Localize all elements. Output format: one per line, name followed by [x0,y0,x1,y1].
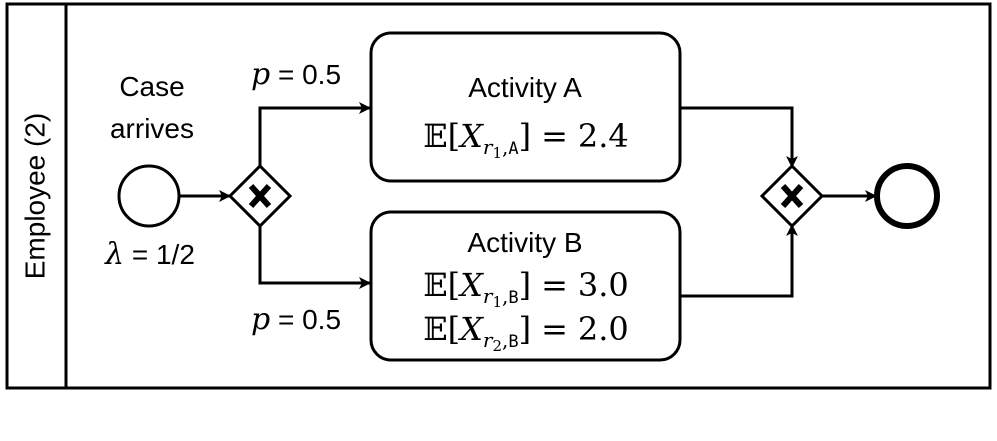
pool-frame [5,2,992,390]
variable-x: X [457,310,484,348]
x-mark-icon [780,183,804,209]
bottom-branch-prob-value: = 0.5 [270,304,341,335]
bottom-branch-probability: p = 0.5 [251,302,341,337]
join-gateway[interactable] [759,163,825,229]
subscript-index: 2 [492,337,502,355]
top-branch-prob-value: = 0.5 [270,59,341,90]
arrival-rate-value: = 1/2 [124,239,195,270]
variable-x: X [457,117,484,155]
subscript-activity: B [508,288,518,308]
bottom-branch-prob-symbol: p [251,302,270,337]
subscript-comma: , [502,284,508,308]
subscript-r: r [483,284,494,308]
start-event-label-line2: arrives [110,113,194,144]
bracket-open: [ [448,266,460,304]
end-event-circle[interactable] [874,163,940,229]
activity-b-box[interactable] [369,210,682,362]
x-mark-icon [248,183,272,209]
subscript-r: r [483,328,494,352]
top-branch-probability: p = 0.5 [251,57,341,92]
flow-split-to-activity-a[interactable] [258,102,371,166]
bracket-close: ] [519,310,531,348]
subscript-index: 1 [492,144,502,162]
subscript-index: 1 [492,293,502,311]
activity-b-formula-1: 𝔼[Xr1,B] = 3.0 [423,266,629,311]
equals-sign: = [541,266,568,304]
variable-x: X [457,266,484,304]
bracket-open: [ [448,117,460,155]
lane-label: Employee (2) [19,113,50,280]
flow-split-to-activity-b[interactable] [258,226,371,289]
expected-value: 3.0 [578,266,629,304]
activity-a-box[interactable] [369,31,682,183]
arrival-rate-label: λ = 1/2 [104,237,195,272]
expectation-symbol: 𝔼 [423,266,447,304]
subscript-comma: , [502,135,508,159]
expected-value: 2.4 [578,117,629,155]
expectation-symbol: 𝔼 [423,117,447,155]
start-event-label-line1: Case [119,71,184,102]
flow-activity-b-to-join[interactable] [680,224,798,298]
activity-b-formula-2: 𝔼[Xr2,B] = 2.0 [423,310,629,355]
activity-a-formula: 𝔼[Xr1,A] = 2.4 [423,117,629,162]
bracket-close: ] [519,117,531,155]
subscript-activity: B [508,332,518,352]
bracket-close: ] [519,266,531,304]
subscript-activity: A [508,139,518,159]
activity-b-title: Activity B [467,227,582,258]
subscript-comma: , [502,328,508,352]
bracket-open: [ [448,310,460,348]
expected-value: 2.0 [578,310,629,348]
start-event-circle[interactable] [117,164,181,228]
top-branch-prob-symbol: p [251,57,270,92]
activity-a-title: Activity A [468,72,582,103]
arrival-rate-symbol: λ [104,237,124,272]
expectation-symbol: 𝔼 [423,310,447,348]
equals-sign: = [541,117,568,155]
subscript-r: r [483,135,494,159]
flow-activity-a-to-join[interactable] [680,106,798,168]
equals-sign: = [541,310,568,348]
